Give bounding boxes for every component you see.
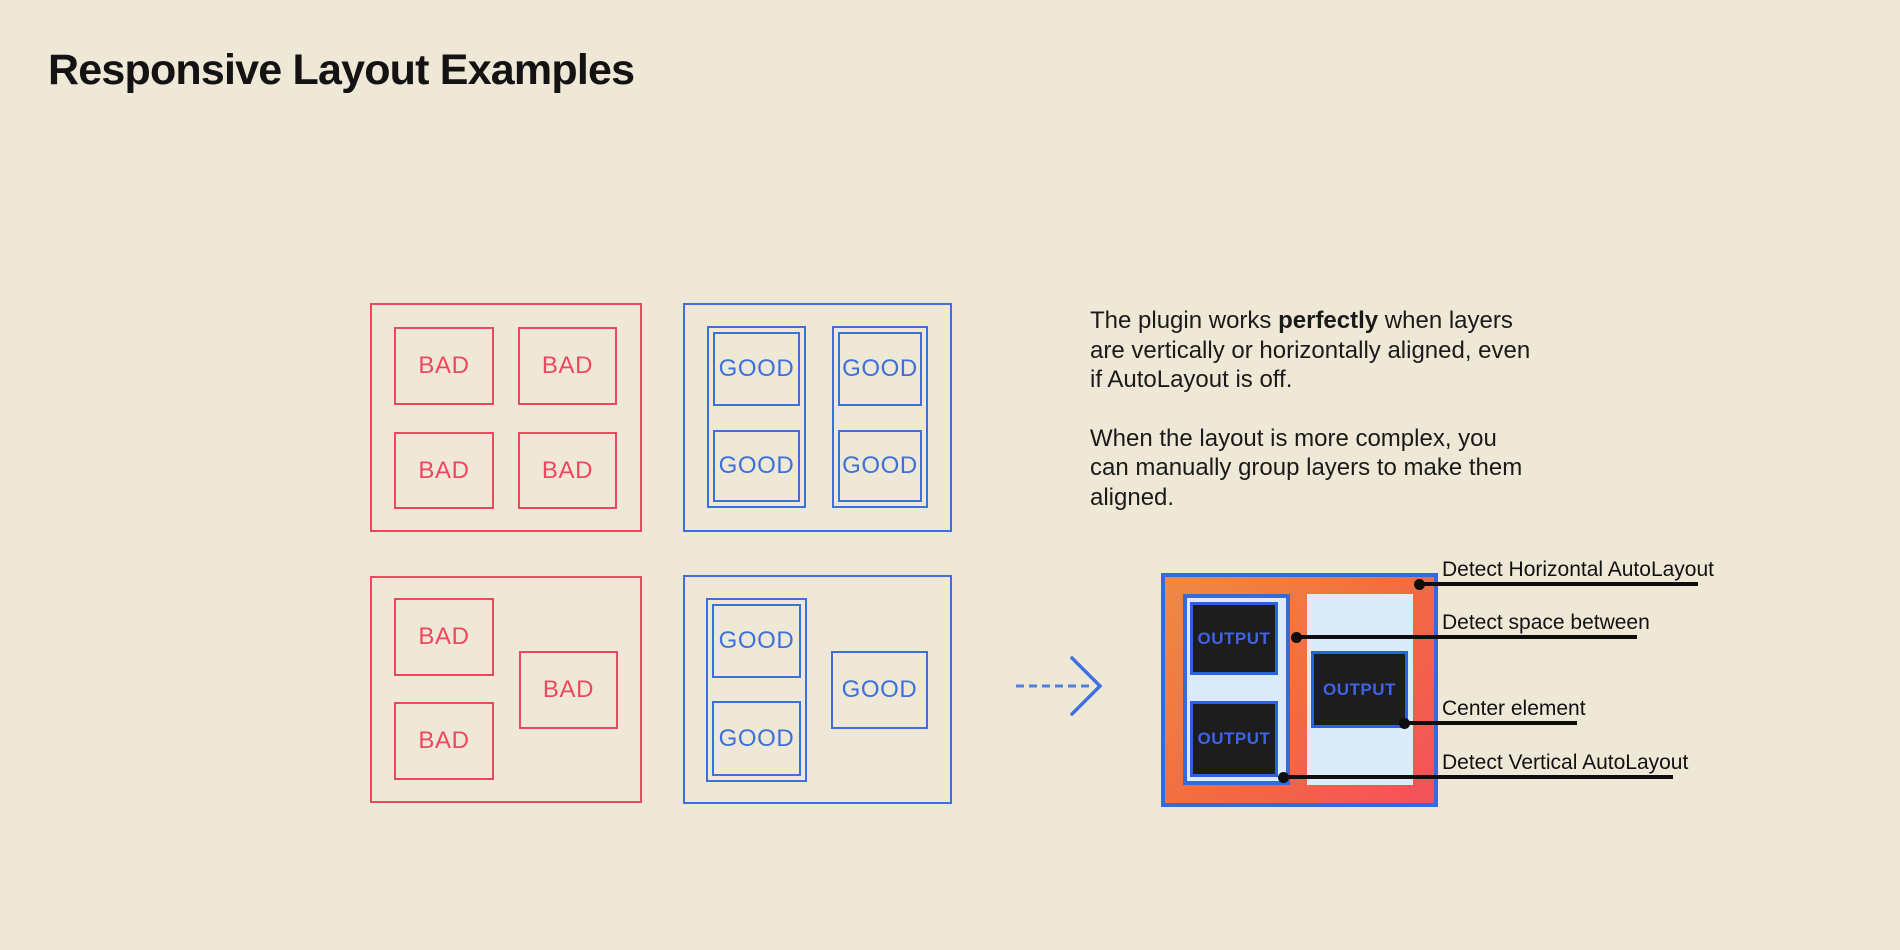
- output-box: OUTPUT: [1190, 701, 1278, 777]
- callout-line: [1404, 721, 1577, 725]
- description-bold-word: perfectly: [1278, 307, 1379, 334]
- bad-box: BAD: [394, 327, 494, 405]
- good-box: GOOD: [712, 604, 801, 678]
- callout-label-detect-horizontal-autolayout: Detect Horizontal AutoLayout: [1442, 558, 1714, 581]
- bad-group-scattered: BAD BAD BAD: [370, 576, 642, 803]
- good-column-group: GOOD GOOD: [832, 326, 928, 508]
- good-box: GOOD: [713, 332, 800, 406]
- bad-label: BAD: [541, 352, 594, 379]
- callout-dot: [1399, 718, 1410, 729]
- bad-box: BAD: [394, 432, 494, 509]
- bad-label: BAD: [542, 676, 595, 703]
- callout-line: [1296, 635, 1637, 639]
- good-label: GOOD: [842, 452, 918, 479]
- description-paragraph-1: The plugin works perfectly when layers a…: [1090, 307, 1531, 393]
- good-label: GOOD: [841, 676, 918, 703]
- callout-line: [1419, 582, 1698, 586]
- good-label: GOOD: [718, 724, 795, 752]
- good-box: GOOD: [838, 332, 922, 406]
- output-box: OUTPUT: [1190, 602, 1278, 675]
- bad-box: BAD: [394, 598, 494, 676]
- bad-box: BAD: [518, 432, 617, 509]
- transform-arrow-icon: [1016, 656, 1103, 716]
- output-box: OUTPUT: [1311, 651, 1408, 728]
- callout-label-center-element: Center element: [1442, 697, 1586, 720]
- bad-label: BAD: [418, 727, 470, 754]
- good-box: GOOD: [713, 430, 800, 502]
- callout-label-detect-space-between: Detect space between: [1442, 611, 1650, 634]
- good-box: GOOD: [838, 430, 922, 502]
- bad-label: BAD: [541, 456, 594, 484]
- good-label: GOOD: [718, 452, 795, 479]
- description-text: The plugin works perfectly when layers a…: [1090, 306, 1538, 512]
- good-group-grid: GOOD GOOD GOOD GOOD: [683, 303, 952, 532]
- good-label: GOOD: [718, 627, 795, 654]
- callout-line: [1283, 775, 1673, 779]
- good-label: GOOD: [718, 355, 795, 382]
- bad-label: BAD: [418, 456, 470, 484]
- good-box: GOOD: [712, 701, 801, 776]
- callout-label-detect-vertical-autolayout: Detect Vertical AutoLayout: [1442, 751, 1689, 774]
- callout-dot: [1414, 579, 1425, 590]
- good-box: GOOD: [831, 651, 928, 729]
- bad-box: BAD: [394, 702, 494, 780]
- bad-label: BAD: [418, 623, 470, 650]
- output-label: OUTPUT: [1197, 729, 1271, 748]
- good-column-group: GOOD GOOD: [707, 326, 806, 508]
- callout-dot: [1278, 772, 1289, 783]
- bad-group-grid: BAD BAD BAD BAD: [370, 303, 642, 532]
- bad-label: BAD: [418, 352, 470, 379]
- bad-box: BAD: [518, 327, 617, 405]
- good-label: GOOD: [842, 355, 918, 382]
- output-label: OUTPUT: [1323, 679, 1396, 699]
- output-label: OUTPUT: [1197, 628, 1271, 648]
- page-title: Responsive Layout Examples: [48, 46, 635, 94]
- bad-box: BAD: [519, 651, 618, 729]
- good-column-group: GOOD GOOD: [706, 598, 807, 782]
- description-paragraph-2: When the layout is more complex, you can…: [1090, 424, 1523, 511]
- output-preview: OUTPUT OUTPUT OUTPUT: [1161, 573, 1438, 807]
- callout-dot: [1291, 632, 1302, 643]
- good-group-scattered: GOOD GOOD GOOD: [683, 575, 952, 804]
